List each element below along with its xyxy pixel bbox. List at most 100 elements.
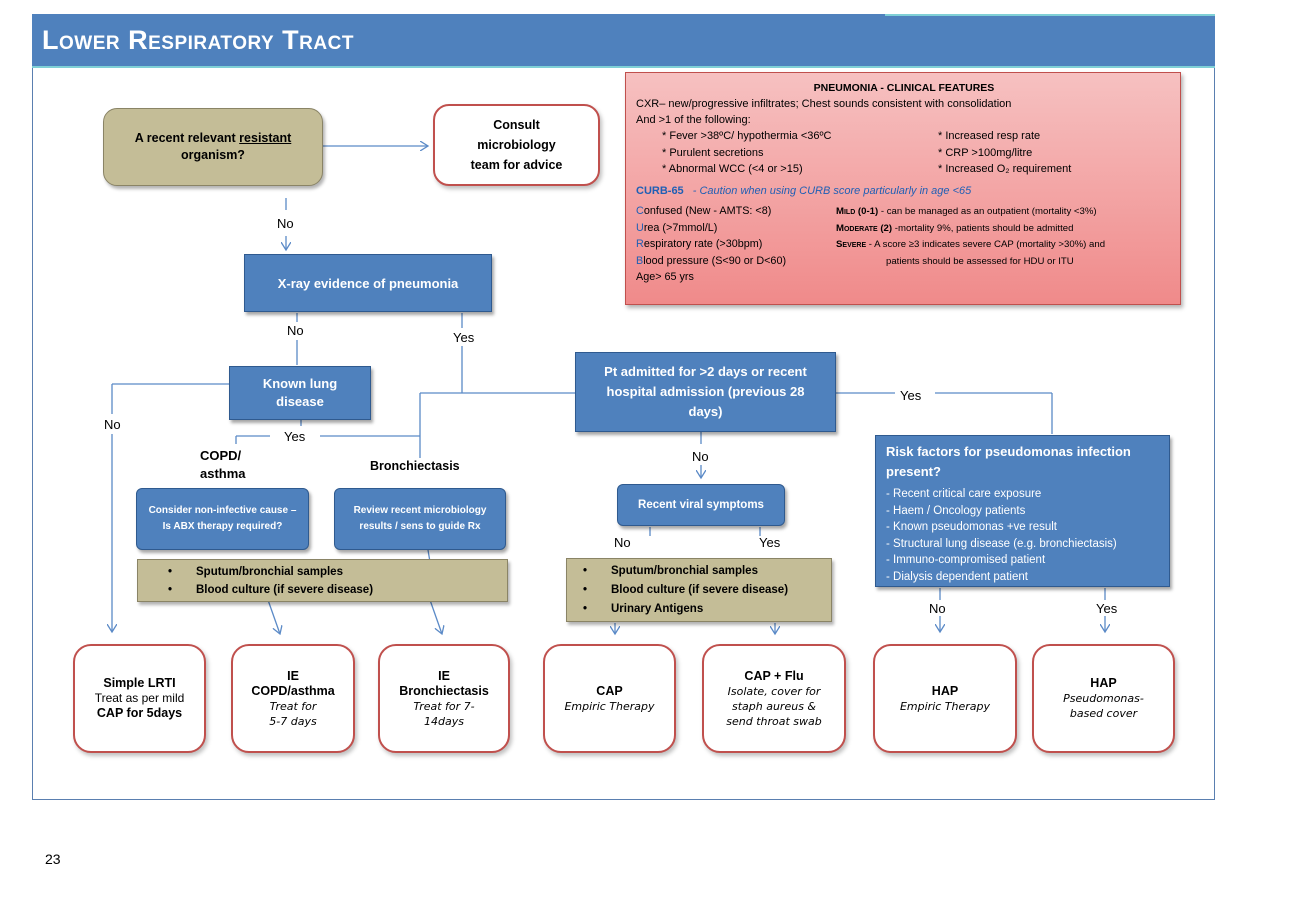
- severity-label: Severe: [836, 239, 867, 250]
- copd-asthma-heading: COPD/ asthma: [200, 448, 246, 481]
- label-no-4: No: [614, 535, 631, 550]
- outcome-italic: Empiric Therapy: [564, 699, 655, 713]
- admitted-box: Pt admitted for >2 days or recent hospit…: [575, 352, 836, 432]
- curb-letter: R: [636, 238, 644, 250]
- severity-text: -mortality 9%, patients should be admitt…: [892, 222, 1074, 234]
- severity-text: patients should be assessed for HDU or I…: [886, 255, 1074, 267]
- curb-rest: onfused (New - AMTS: <8): [643, 205, 772, 217]
- arrow-to-copd-out: [267, 599, 280, 634]
- samples-left-box: Sputum/bronchial samples Blood culture (…: [137, 559, 508, 602]
- curb-item-u: Urea (>7mmol/L): [636, 220, 786, 237]
- left-feature-3: * Abnormal WCC (<4 or >15): [662, 163, 803, 175]
- clinical-line2: And >1 of the following:: [636, 114, 751, 126]
- curb-item-r: Respiratory rate (>30bpm): [636, 236, 786, 253]
- arrow-to-bronch-out: [429, 599, 442, 634]
- samples-mid-list: Sputum/bronchial samples Blood culture (…: [567, 562, 788, 619]
- title-underline: [32, 66, 1215, 68]
- curb-title: CURB-65: [636, 185, 684, 197]
- curb-rest: lood pressure (S<90 or D<60): [643, 254, 787, 267]
- list-item: Blood culture (if severe disease): [160, 581, 373, 599]
- right-feature-1: * Increased resp rate: [938, 130, 1041, 142]
- outcome-heading: IE: [438, 668, 450, 683]
- curb-letter: C: [636, 205, 644, 217]
- right-feature-1-text: Increased resp rate: [945, 130, 1041, 142]
- title-accent: [885, 14, 1215, 16]
- resistant-pre: A recent relevant: [134, 131, 240, 145]
- title-bar: Lower Respiratory Tract: [32, 14, 1215, 68]
- samples-mid-box: Sputum/bronchial samples Blood culture (…: [566, 558, 832, 622]
- copd-consider-box: Consider non-infective cause – Is ABX th…: [136, 488, 309, 550]
- outcome-heading: CAP + Flu: [744, 668, 804, 683]
- risk-factors-box: Risk factors for pseudomonas infection p…: [875, 435, 1170, 587]
- outcome-italic: send throat swab: [726, 714, 822, 728]
- outcome-italic: Empiric Therapy: [899, 699, 991, 713]
- outcome-ie-copd: IE COPD/asthma Treat for 5-7 days: [231, 644, 355, 753]
- outcome-subheading: Bronchiectasis: [399, 683, 489, 698]
- outcome-line: CAP for 5days: [96, 706, 183, 720]
- outcome-heading: CAP: [596, 683, 623, 698]
- page-title: Lower Respiratory Tract: [42, 25, 354, 55]
- left-feature-2-text: Purulent secretions: [669, 147, 764, 159]
- severity-text: - A score ≥3 indicates severe CAP (morta…: [866, 239, 1106, 250]
- resistant-underlined: resistant: [239, 131, 292, 145]
- bronch-review-box: Review recent microbiology results / sen…: [334, 488, 506, 550]
- viral-symptoms-box: Recent viral symptoms: [617, 484, 785, 526]
- label-no-3: No: [692, 449, 709, 464]
- resistant-line1: A recent relevant resistant: [135, 130, 292, 147]
- right-feature-2: * CRP >100mg/litre: [938, 147, 1033, 159]
- label-yes-5: Yes: [1096, 601, 1118, 616]
- right-feature-3-text: Increased O₂ requirement: [945, 163, 1072, 175]
- outcome-italic: 14days: [424, 714, 464, 728]
- outcome-heading: Simple LRTI: [103, 676, 176, 690]
- consult-microbiology-box: Consult microbiology team for advice: [433, 104, 600, 186]
- samples-left-list: Sputum/bronchial samples Blood culture (…: [138, 563, 373, 599]
- curb-rest: yrs: [676, 271, 694, 283]
- resistant-line2: organism?: [181, 148, 245, 162]
- curb-letter: B: [636, 254, 644, 267]
- severity-severe: Severe - A score ≥3 indicates severe CAP…: [836, 237, 1105, 254]
- bronchiectasis-heading: Bronchiectasis: [370, 459, 460, 473]
- outcome-simple-lrti: Simple LRTI Treat as per mild CAP for 5d…: [73, 644, 206, 753]
- label-no-left: No: [104, 417, 121, 432]
- right-feature-3: * Increased O₂ requirement: [938, 163, 1072, 175]
- xray-evidence-box: X-ray evidence of pneumonia: [244, 254, 492, 312]
- label-no-2: No: [287, 323, 304, 338]
- curb-item-age: Age> 65 yrs: [636, 269, 786, 286]
- outcome-subheading: COPD/asthma: [251, 683, 335, 698]
- left-feature-1: * Fever >38ºC/ hypothermia <36ºC: [662, 130, 832, 142]
- severity-label: Moderate (2): [836, 222, 893, 234]
- list-item: Urinary Antigens: [575, 600, 788, 619]
- outcome-italic: Isolate, cover for: [727, 684, 821, 698]
- outcome-hap-pseudomonas: HAP Pseudomonas- based cover: [1032, 644, 1175, 753]
- list-item: Blood culture (if severe disease): [575, 581, 788, 600]
- curb-items: Confused (New - AMTS: <8) Urea (>7mmol/L…: [636, 203, 786, 286]
- outcome-italic: Pseudomonas-: [1063, 692, 1144, 705]
- list-item: Recent critical care exposure: [886, 486, 1159, 503]
- outcome-italic: 5-7 days: [269, 714, 317, 728]
- clinical-heading: PNEUMONIA - CLINICAL FEATURES: [813, 82, 995, 94]
- label-yes-3: Yes: [900, 388, 922, 403]
- left-feature-1-text: Fever >38ºC/ hypothermia <36ºC: [669, 130, 832, 142]
- curb-item-c: Confused (New - AMTS: <8): [636, 203, 786, 220]
- outcome-heading: IE: [287, 668, 299, 683]
- left-feature-2: * Purulent secretions: [662, 147, 764, 159]
- risk-heading: Risk factors for pseudomonas infection p…: [886, 444, 1131, 479]
- known-lung-disease-box: Known lung disease: [229, 366, 371, 420]
- severity-moderate: Moderate (2) -mortality 9%, patients sho…: [836, 221, 1105, 238]
- severity-mild: Mild (0-1) - can be managed as an outpat…: [836, 204, 1105, 221]
- curb-letter: Age> 65: [636, 271, 677, 283]
- curb-title-row: CURB-65 - Caution when using CURB score …: [636, 185, 971, 197]
- list-item: Known pseudomonas +ve result: [886, 519, 1159, 536]
- outcome-italic: staph aureus &: [731, 699, 816, 713]
- label-yes-4: Yes: [759, 535, 781, 550]
- list-item: Immuno-compromised patient: [886, 552, 1159, 569]
- severity-label: Mild (0-1): [836, 206, 879, 217]
- resistant-organism-box: A recent relevant resistant organism?: [103, 108, 323, 186]
- outcome-line: Treat as per mild: [94, 691, 185, 705]
- clinical-features-panel: PNEUMONIA - CLINICAL FEATURES CXR– new/p…: [625, 72, 1181, 305]
- label-no-1: No: [277, 216, 294, 231]
- list-item: Sputum/bronchial samples: [575, 562, 788, 581]
- left-feature-3-text: Abnormal WCC (<4 or >15): [668, 163, 803, 175]
